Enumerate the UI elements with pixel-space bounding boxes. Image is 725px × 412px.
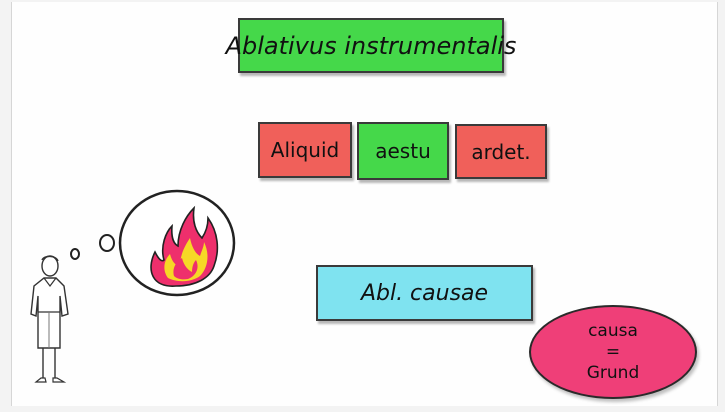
- ablative-type-card: Abl. causae: [316, 265, 533, 321]
- definition-oval: causa = Grund: [529, 305, 697, 399]
- sentence-word-card-ardet: ardet.: [455, 124, 547, 179]
- sentence-word-card-aestu: aestu: [357, 122, 449, 180]
- definition-word: causa: [588, 321, 638, 342]
- sentence-word-3: ardet.: [471, 140, 530, 164]
- definition-equals: =: [606, 342, 620, 363]
- sentence-word-1: Aliquid: [271, 138, 339, 162]
- sentence-word-card-aliquid: Aliquid: [258, 122, 352, 178]
- thought-bubble-icon: [60, 188, 245, 308]
- definition-translation: Grund: [587, 363, 640, 384]
- ablative-type-label: Abl. causae: [361, 281, 488, 306]
- thinking-person-icon: [24, 252, 80, 392]
- sentence-word-2: aestu: [375, 139, 431, 163]
- title-card: Ablativus instrumentalis: [238, 18, 504, 73]
- title-text: Ablativus instrumentalis: [226, 32, 517, 60]
